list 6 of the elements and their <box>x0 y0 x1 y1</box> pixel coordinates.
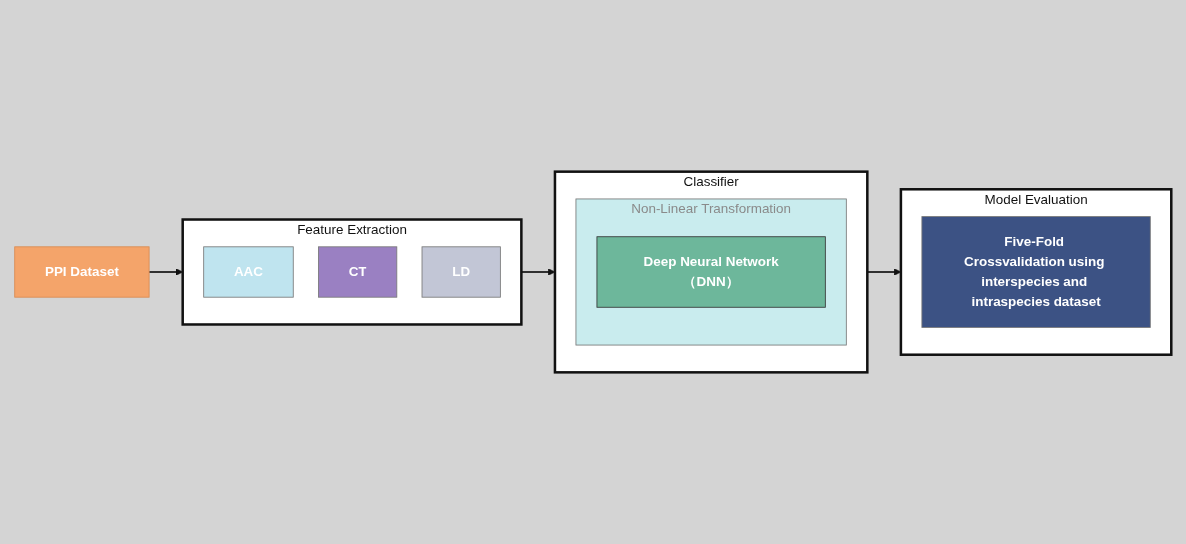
node-box: Five-Fold Crossvalidation using interspecies and intraspecies dataset <box>921 216 1151 328</box>
node-box: PPI Dataset <box>14 246 150 298</box>
node-box: AAC <box>203 246 294 298</box>
node-box: LD <box>421 246 501 298</box>
node-box: CT <box>318 246 398 298</box>
node-box: Deep Neural Network（DNN） <box>596 236 826 308</box>
